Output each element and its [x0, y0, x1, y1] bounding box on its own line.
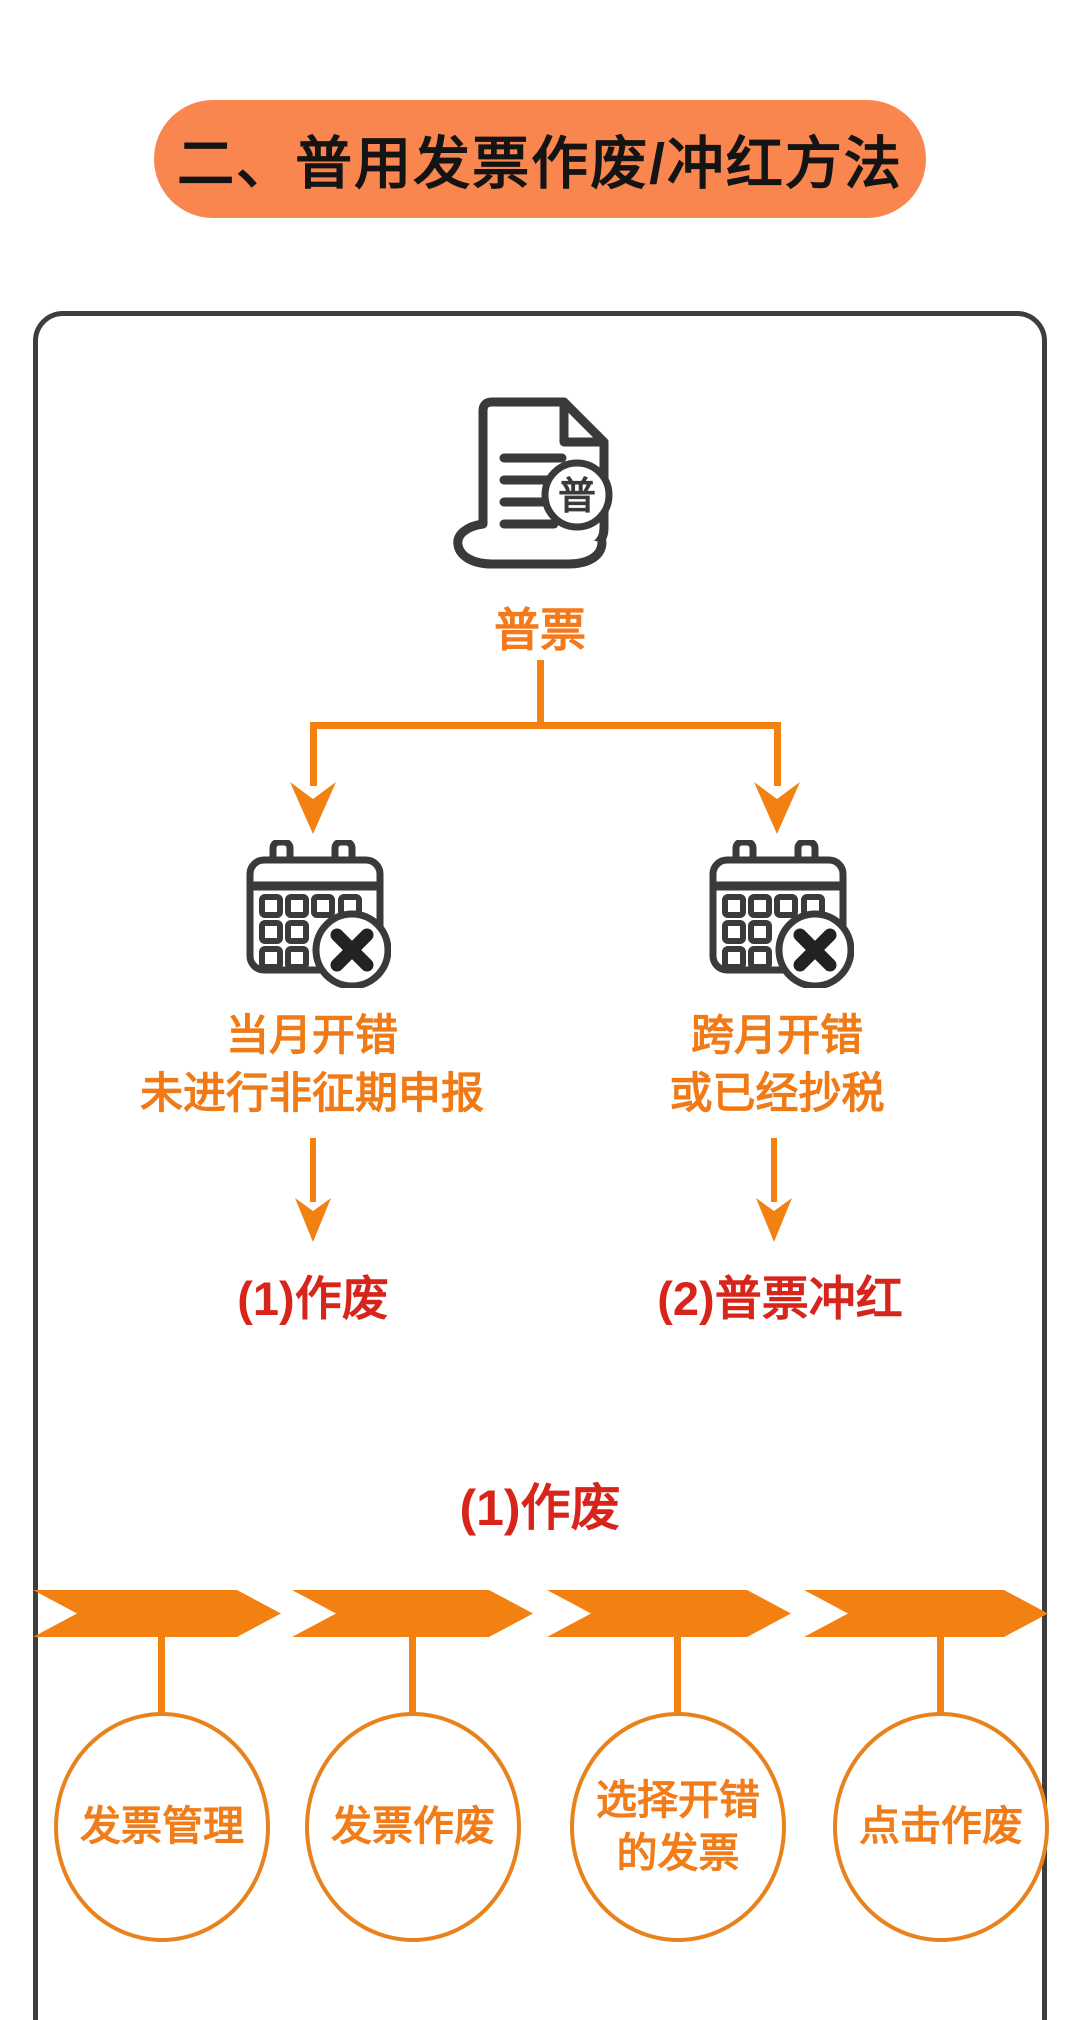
step-label: 选择开错 — [596, 1776, 760, 1823]
invoice-badge-text: 普 — [558, 476, 596, 518]
root-label: 普票 — [494, 604, 586, 656]
left-branch-line — [310, 722, 317, 786]
left-branch-condition-line2: 未进行非征期申报 — [140, 1070, 484, 1118]
title-banner: 二、普用发票作废/冲红方法 — [154, 100, 926, 218]
calendar-x-icon-right — [709, 840, 854, 988]
right-branch-line — [774, 722, 781, 786]
invoice-document-icon: 普 — [453, 397, 613, 569]
step-circle-1: 发票管理 — [54, 1712, 270, 1942]
step-label: 发票作废 — [331, 1803, 495, 1850]
chevron-segment-4 — [804, 1590, 1048, 1637]
right-branch-result: (2)普票冲红 — [657, 1272, 903, 1325]
right-result-arrow-down-icon — [756, 1198, 792, 1242]
step-label: 发票管理 — [80, 1803, 244, 1850]
step-stem-3 — [674, 1637, 681, 1713]
title-banner-text: 二、普用发票作废/冲红方法 — [177, 132, 903, 196]
chevron-band — [33, 1590, 1048, 1637]
left-result-arrow-down-icon — [295, 1198, 331, 1242]
right-branch-condition-line1: 跨月开错 — [691, 1012, 863, 1060]
flow-frame — [33, 311, 1047, 2020]
step-label: 点击作废 — [859, 1803, 1023, 1850]
section-heading: (1)作废 — [459, 1480, 621, 1536]
step-label: 的发票 — [616, 1830, 740, 1876]
chevron-segment-3 — [547, 1590, 791, 1637]
root-stem-line — [537, 660, 544, 722]
chevron-segment-2 — [292, 1590, 533, 1637]
chevron-segment-1 — [33, 1590, 281, 1637]
step-circle-2: 发票作废 — [305, 1712, 521, 1942]
step-circle-4: 点击作废 — [833, 1712, 1049, 1942]
step-stem-1 — [158, 1637, 165, 1713]
right-result-line — [771, 1138, 777, 1202]
left-arrow-down-icon — [290, 782, 336, 834]
right-branch-condition-line2: 或已经抄税 — [669, 1070, 885, 1118]
step-stem-2 — [409, 1637, 416, 1713]
calendar-x-icon-left — [246, 840, 391, 988]
left-branch-result: (1)作废 — [237, 1272, 389, 1325]
step-circle-3: 选择开错 的发票 — [570, 1712, 786, 1942]
left-branch-condition-line1: 当月开错 — [226, 1012, 398, 1060]
branch-horizontal-line — [310, 722, 781, 729]
step-stem-4 — [937, 1637, 944, 1713]
invoice-badge-circle — [541, 459, 613, 531]
left-result-line — [310, 1138, 316, 1202]
right-arrow-down-icon — [754, 782, 800, 834]
